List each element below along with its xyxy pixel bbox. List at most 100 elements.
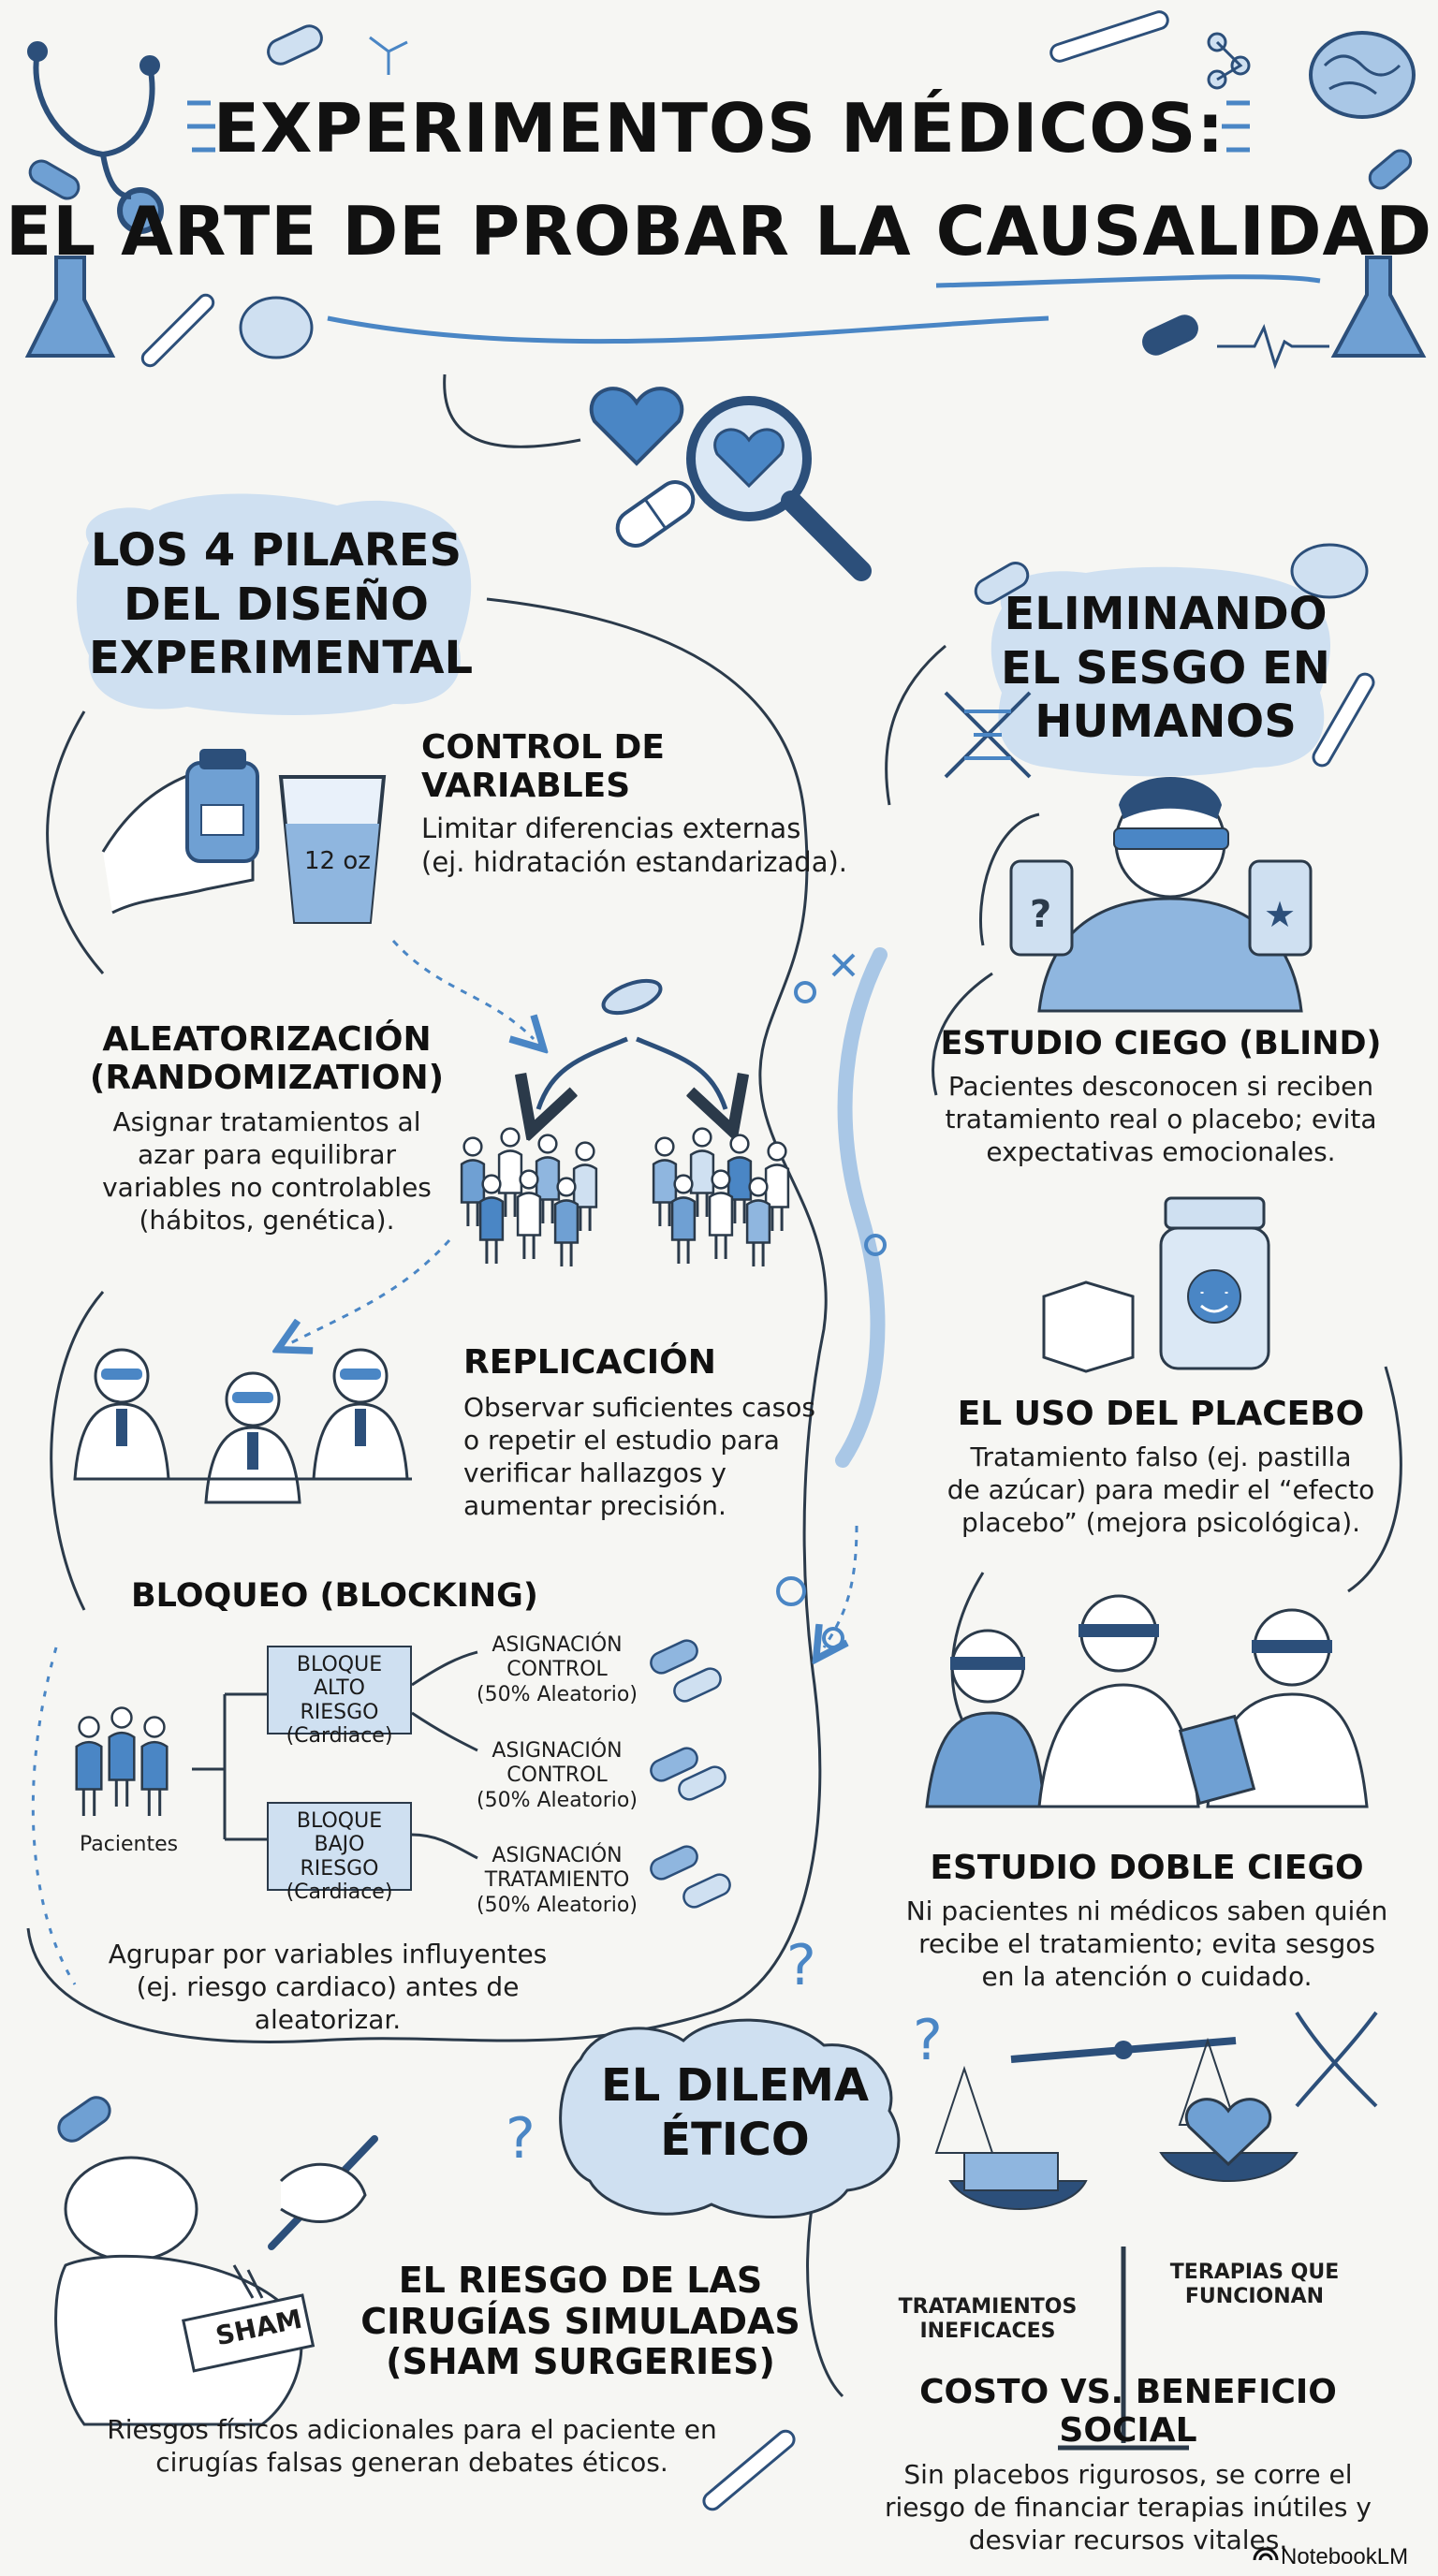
block-arrow [411, 1650, 478, 1687]
dna-icon [1295, 2011, 1378, 2108]
person-icon [689, 1149, 715, 1194]
person-icon [670, 1196, 697, 1241]
double-blind-title: ESTUDIO DOBLE CIEGO [930, 1849, 1364, 1887]
placebo-title: EL USO DEL PLACEBO [957, 1395, 1365, 1433]
notebooklm-logo-icon [1253, 2547, 1279, 2561]
brain-icon [1290, 543, 1369, 599]
pill-icon [650, 1747, 698, 1782]
pill-icon [650, 1639, 698, 1675]
person-icon [535, 1156, 561, 1201]
block-arrow [411, 1833, 478, 1860]
pill-icon [1368, 149, 1413, 190]
blind-section: ESTUDIO CIEGO (BLIND) Pacientes desconoc… [927, 1025, 1395, 1168]
title-underline [935, 274, 1321, 288]
pillars-frame-left-2 [50, 1291, 105, 1611]
dashed-arrow [391, 939, 534, 1039]
person-icon [460, 1159, 486, 1204]
blocking-text: Agrupar por variables influyentes(ej. ri… [108, 1939, 548, 2035]
double-blind-section: ESTUDIO DOBLE CIEGO Ni pacientes ni médi… [885, 1849, 1409, 1993]
randomization-title: ALEATORIZACIÓN(RANDOMIZATION) [89, 1020, 445, 1098]
thermometer-icon [702, 2429, 796, 2511]
replication-title: REPLICACIÓN [463, 1343, 716, 1382]
center-wave [835, 947, 888, 1468]
sham-text: Riesgos físicos adicionales para el paci… [107, 2414, 717, 2478]
blocking-title: BLOQUEO (BLOCKING) [131, 1577, 538, 1615]
pill-icon [1142, 315, 1198, 356]
connector-line [443, 373, 581, 448]
block-arrow [411, 1711, 478, 1752]
title-dashes [187, 100, 1250, 153]
water-glass-illustration [278, 775, 387, 924]
pills-group [650, 1639, 731, 1909]
randomization-section: ALEATORIZACIÓN(RANDOMIZATION) Asignar tr… [89, 1020, 445, 1237]
patients-label: Pacientes [80, 1833, 179, 1856]
cost-benefit-section: COSTO VS. BENEFICIO SOCIAL Sin placebos … [866, 2373, 1390, 2556]
pill-icon [974, 562, 1030, 605]
blindfolded-patient-illustration: ? ★ [1009, 777, 1313, 1013]
person-icon [708, 1192, 734, 1237]
bias-frame-2 [979, 812, 1040, 946]
brain-icon [239, 296, 314, 359]
heart-icon [589, 387, 684, 466]
dashed-arrow [824, 1525, 858, 1647]
molecule-icon [1207, 32, 1251, 90]
thermometer-icon [1312, 672, 1375, 768]
bias-frame-3 [932, 972, 993, 1096]
person-icon [140, 1740, 169, 1791]
control-text: Limitar diferencias externas(ej. hidrata… [421, 812, 848, 879]
svg-text:?: ? [1030, 893, 1051, 936]
double-blind-illustration [925, 1594, 1369, 1808]
block-branch [192, 1692, 267, 1841]
flask-icon [24, 256, 116, 358]
pillars-heading-cloud [76, 493, 472, 716]
pillars-frame-left [46, 710, 105, 974]
balance-scale-illustration [934, 2037, 1299, 2451]
brain-icon [1309, 31, 1416, 119]
blind-title: ESTUDIO CIEGO (BLIND) [940, 1025, 1382, 1062]
glass-label: 12 oz [304, 847, 371, 875]
bias-heading-cloud [990, 566, 1331, 777]
person-icon [478, 1196, 505, 1241]
patient-group-illustration [460, 1127, 598, 1266]
bias-frame [885, 644, 946, 806]
person-icon [745, 1199, 771, 1244]
thermometer-icon [1049, 10, 1169, 63]
molecule-icon [369, 36, 408, 75]
person-icon [726, 1156, 753, 1201]
pill-icon [678, 1765, 726, 1801]
scientists-illustration [73, 1348, 412, 1504]
dna-icon [944, 691, 1032, 779]
pill-icon [267, 24, 323, 66]
question-mark-icon: ??? [506, 1933, 943, 2172]
pillars-frame-left-3 [31, 1647, 77, 1985]
page-title-line2: EL ARTE DE PROBAR LA CAUSALIDAD [6, 192, 1432, 271]
hand-bottle-illustration [101, 749, 259, 915]
cost-benefit-title: COSTO VS. BENEFICIO SOCIAL [919, 2373, 1337, 2451]
pill-icon [615, 480, 696, 548]
pill-icon [57, 2096, 111, 2143]
svg-text:?: ? [913, 2008, 943, 2073]
person-icon [764, 1164, 790, 1208]
pill-icon [650, 1845, 698, 1881]
person-icon [572, 1164, 598, 1208]
placebo-section: EL USO DEL PLACEBO Tratamiento falso (ej… [927, 1395, 1395, 1539]
person-icon [108, 1731, 136, 1781]
